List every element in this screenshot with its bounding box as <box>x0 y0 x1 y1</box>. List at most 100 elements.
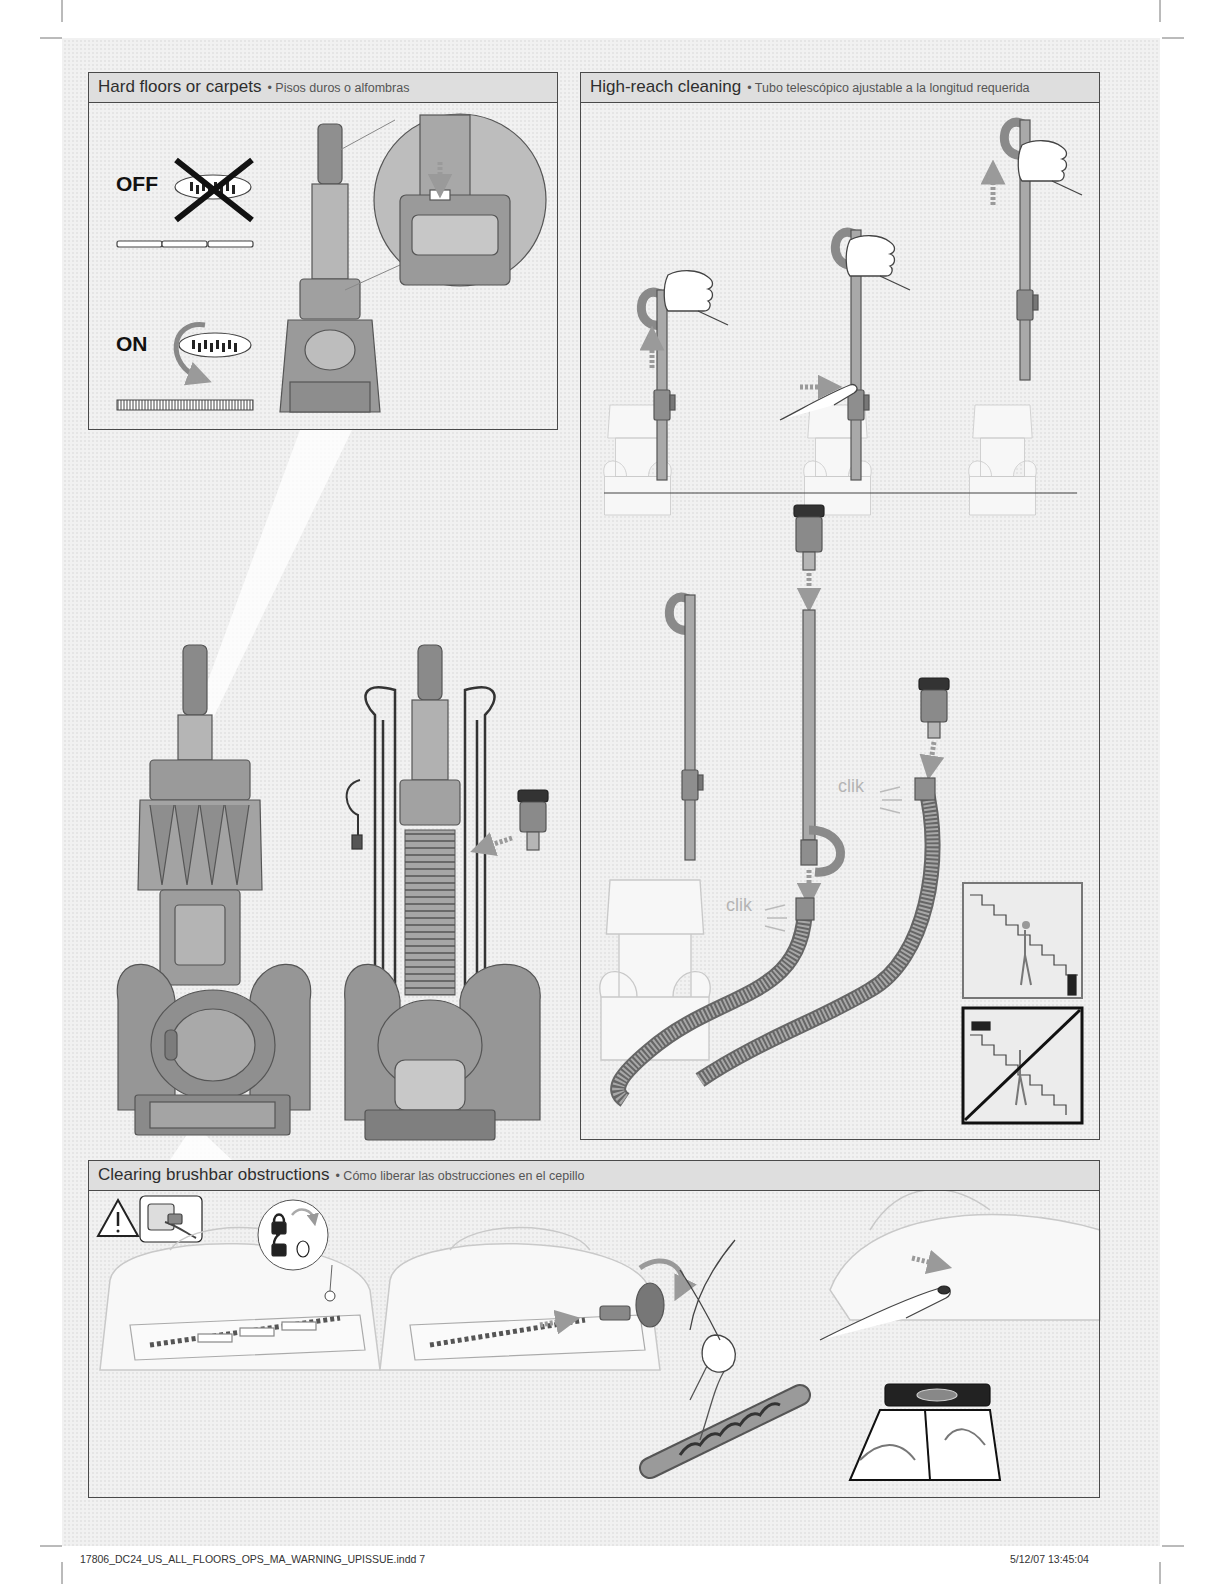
illustration-part <box>183 645 207 715</box>
illustration-part <box>807 870 812 895</box>
illustration-part <box>300 279 360 319</box>
illustration-part <box>347 780 360 840</box>
illustration-part <box>912 1258 940 1265</box>
illustration-part <box>803 610 815 840</box>
illustration-part <box>600 880 710 1060</box>
illustration-part <box>198 1334 232 1342</box>
illustration-part <box>135 1095 290 1135</box>
illustration-part <box>685 595 695 860</box>
illustration-part <box>198 343 201 352</box>
illustration-part <box>1160 1562 1161 1584</box>
illustration-part <box>700 785 933 1080</box>
illustration-part <box>365 687 395 1000</box>
illustration-part <box>176 325 205 378</box>
illustration-part <box>374 114 546 286</box>
illustration-part <box>117 1230 120 1233</box>
illustration-part <box>117 645 548 1140</box>
illustration-part <box>917 1389 957 1401</box>
illustration-part <box>232 185 235 194</box>
illustration-part <box>972 1022 990 1030</box>
illustration-part <box>850 1410 1000 1480</box>
illustration-part <box>175 905 225 965</box>
illustration-part <box>650 1395 800 1468</box>
illustration-part <box>282 1322 316 1330</box>
illustration-part <box>1021 930 1031 985</box>
illustration-part <box>312 184 348 279</box>
illustration-part <box>600 880 710 1060</box>
illustration-part <box>297 1241 309 1257</box>
click-label: clik <box>838 776 864 797</box>
illustration-part <box>100 1244 380 1370</box>
illustration-part <box>117 114 546 412</box>
illustration-part <box>412 215 498 255</box>
illustration-part <box>208 241 253 247</box>
illustration-part <box>150 805 174 885</box>
illustration-part <box>365 1110 495 1140</box>
illustration-part <box>885 1384 990 1406</box>
illustration-part <box>963 1008 1082 1123</box>
illustration-part <box>700 785 933 1080</box>
illustration-part <box>870 1190 990 1230</box>
illustration-part <box>162 241 207 247</box>
illustration-part <box>318 124 342 184</box>
illustration-part <box>698 311 728 325</box>
illustration-part <box>801 840 817 865</box>
illustration-part <box>400 780 460 825</box>
illustration-part <box>600 120 1082 1123</box>
illustration-part <box>188 430 352 735</box>
illustration-part <box>991 172 996 205</box>
illustration-part <box>258 1200 328 1270</box>
panel: Clearing brushbar obstructions• Cómo lib… <box>88 1160 1100 1498</box>
illustration-part <box>680 1240 735 1340</box>
illustration-part <box>919 678 949 690</box>
illustration-part <box>151 990 275 1100</box>
illustration-part <box>292 1210 314 1220</box>
illustration-part <box>1162 38 1184 39</box>
illustration-part <box>780 385 857 420</box>
panel-header: Clearing brushbar obstructions• Cómo lib… <box>89 1161 1099 1191</box>
illustration-part <box>600 1306 630 1320</box>
illustration-part <box>928 722 940 738</box>
illustration-part <box>176 160 252 220</box>
illustration-part <box>418 645 442 700</box>
illustration-part <box>395 1060 465 1110</box>
illustration-part <box>1068 975 1076 995</box>
illustration-part <box>62 38 1160 1546</box>
illustration-part <box>1052 181 1082 195</box>
illustration-part <box>880 276 910 290</box>
illustration-part <box>438 162 443 186</box>
illustration-part <box>240 1328 274 1336</box>
illustration-part <box>796 517 822 552</box>
illustration-part <box>178 715 212 760</box>
illustration-part <box>179 333 251 357</box>
illustration-part <box>383 720 477 995</box>
illustration-part <box>846 236 894 276</box>
illustration-part <box>915 778 935 800</box>
illustration-part <box>482 838 512 848</box>
illustration-part <box>925 1410 930 1480</box>
illustration-part <box>274 1234 279 1244</box>
illustration-part <box>860 1429 985 1460</box>
illustration-part <box>650 338 655 368</box>
illustration-part <box>305 330 355 370</box>
illustration-part <box>204 340 207 349</box>
illustration-part <box>1160 0 1161 22</box>
illustration-part <box>410 1315 645 1360</box>
illustration-part <box>272 1244 286 1256</box>
illustration-part <box>150 1318 340 1345</box>
illustration-part <box>330 1265 332 1291</box>
date-footer: 5/12/07 13:45:04 <box>1010 1553 1089 1565</box>
illustration-part <box>412 700 448 780</box>
illustration-part <box>200 805 224 885</box>
illustration-part <box>40 38 62 39</box>
illustration-part <box>225 805 249 885</box>
illustration-part <box>117 1212 120 1226</box>
panel-title: Clearing brushbar obstructions <box>98 1165 330 1184</box>
illustration-part <box>1033 295 1038 310</box>
illustration-part <box>150 1102 275 1128</box>
illustration-part <box>352 835 362 849</box>
illustration-part <box>1016 1050 1026 1105</box>
illustration-part <box>40 1546 62 1547</box>
illustration-part <box>520 802 546 832</box>
